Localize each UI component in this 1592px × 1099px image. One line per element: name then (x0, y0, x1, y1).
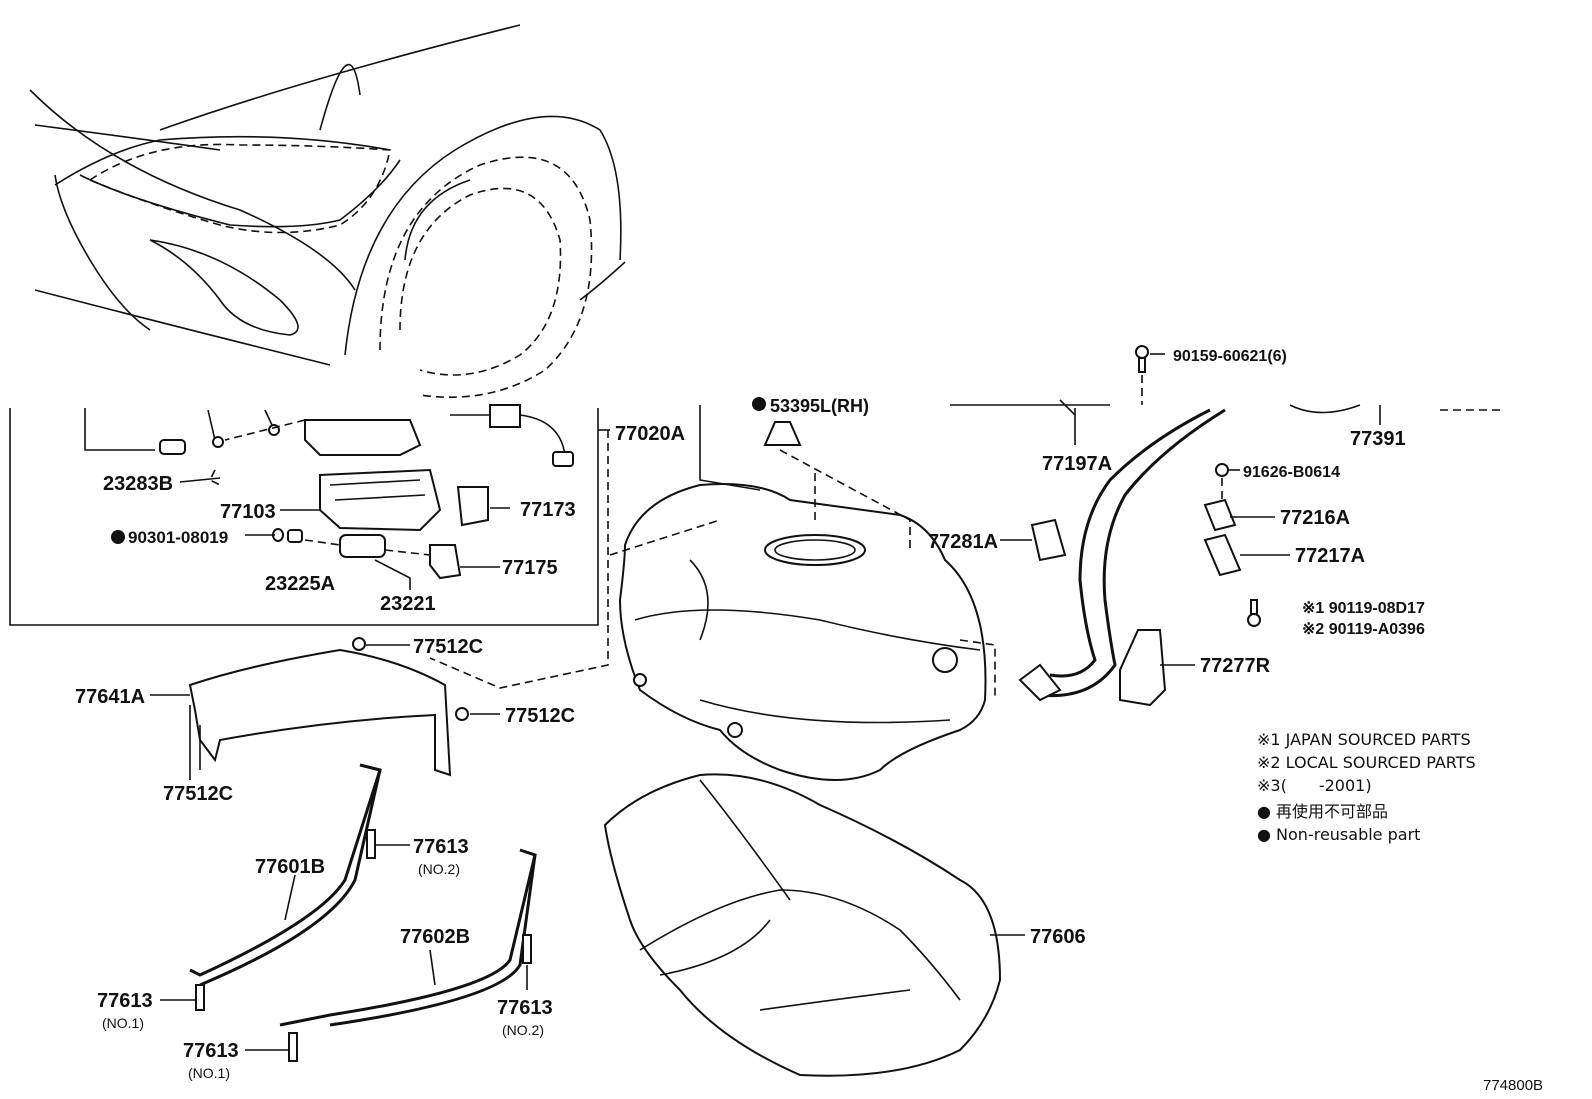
fuel-pump-subassembly-box (9, 404, 610, 626)
filler-pipe (950, 345, 1505, 707)
part-label-77601B: 77601B (255, 856, 325, 878)
legend: ※1 JAPAN SOURCED PARTS ※2 LOCAL SOURCED … (1257, 730, 1476, 844)
part-label-77197A: 77197A (1042, 453, 1112, 475)
legend-local-sourced: ※2 LOCAL SOURCED PARTS (1257, 753, 1476, 772)
part-label-77175: 77175 (502, 557, 558, 579)
part-label-90159: 90159-60621(6) (1173, 348, 1287, 365)
part-label-77641A: 77641A (75, 686, 145, 708)
part-sublabel-no1: (NO.1) (102, 1015, 144, 1031)
part-label-77216A: 77216A (1280, 507, 1350, 529)
legend-non-reusable-en: ● Non-reusable part (1257, 825, 1420, 844)
diagram-id: 774800B (1483, 1077, 1543, 1094)
part-label-77613: 77613 (497, 997, 553, 1019)
heat-shield (188, 637, 469, 780)
part-label-77281A: 77281A (928, 531, 998, 553)
part-labels: 77020A 23283B 77103 77173 90301-08019 77… (75, 348, 1425, 1081)
non-reusable-marker (111, 530, 125, 544)
legend-non-reusable-jp: ● 再使用不可部品 (1257, 802, 1388, 821)
part-label-77613: 77613 (183, 1040, 239, 1062)
part-label-77277R: 77277R (1200, 655, 1271, 677)
part-label-77391: 77391 (1350, 428, 1406, 450)
vehicle-outline (29, 24, 626, 398)
part-label-77602B: 77602B (400, 926, 470, 948)
part-label-77613: 77613 (97, 990, 153, 1012)
part-label-77512C: 77512C (413, 636, 483, 658)
legend-japan-sourced: ※1 JAPAN SOURCED PARTS (1257, 730, 1471, 749)
part-label-90119-08D17: ※1 90119-08D17 (1302, 600, 1425, 617)
part-label-77613: 77613 (413, 836, 469, 858)
part-label-91626: 91626-B0614 (1243, 464, 1340, 481)
part-label-77512C: 77512C (505, 705, 575, 727)
part-label-23221: 23221 (380, 593, 436, 615)
part-sublabel-no1: (NO.1) (188, 1065, 230, 1081)
fuel-tank-protector (603, 773, 1002, 1077)
part-label-23283B: 23283B (103, 473, 173, 495)
part-label-77103: 77103 (220, 501, 276, 523)
leader-lines-box (179, 477, 510, 590)
assembly-connector-line (429, 430, 609, 689)
leader-lines-outer (150, 353, 1290, 1051)
part-label-53395L: 53395L(RH) (770, 396, 869, 416)
legend-date-range: ※3( -2001) (1257, 776, 1372, 795)
part-label-90301: 90301-08019 (128, 528, 228, 547)
part-label-77217A: 77217A (1295, 545, 1365, 567)
part-label-77512C: 77512C (163, 783, 233, 805)
part-label-23225A: 23225A (265, 573, 335, 595)
part-label-77606: 77606 (1030, 926, 1086, 948)
fuel-tank-cap-small (763, 421, 802, 446)
fuel-tank (618, 405, 987, 781)
part-label-77020A: 77020A (615, 423, 685, 445)
part-label-90119-A0396: ※2 90119-A0396 (1302, 621, 1425, 638)
tank-straps (189, 763, 537, 1062)
part-sublabel-no2: (NO.2) (418, 861, 460, 877)
non-reusable-marker (752, 397, 766, 411)
part-label-77173: 77173 (520, 499, 576, 521)
part-sublabel-no2: (NO.2) (502, 1022, 544, 1038)
